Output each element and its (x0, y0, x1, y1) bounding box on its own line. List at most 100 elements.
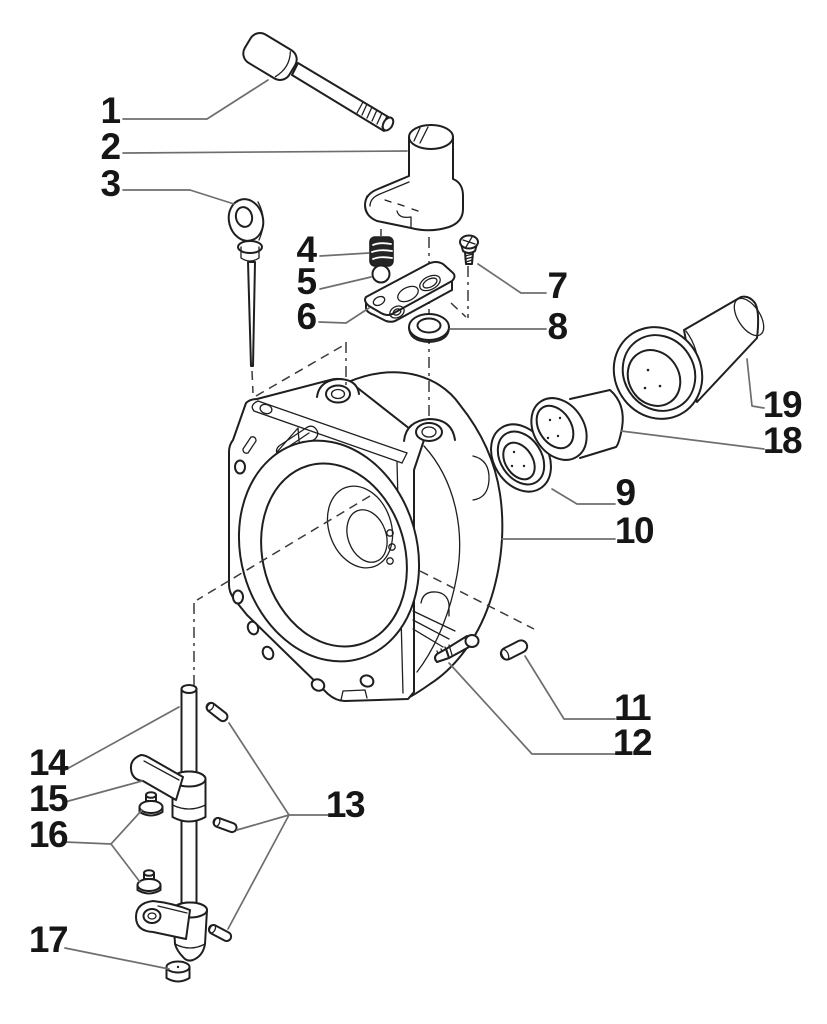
leader-9 (551, 488, 616, 505)
leader-17 (64, 947, 170, 970)
leader-3 (122, 189, 235, 205)
callout-16: 16 (29, 814, 68, 855)
dash-rod-tip (251, 370, 254, 394)
bell-inner-curve (416, 445, 461, 673)
bolt-tip (434, 648, 450, 663)
leader-11 (524, 655, 616, 720)
part-1-hand-lever (242, 32, 395, 132)
part-15-fork-lever (129, 754, 208, 962)
plate-slot-2 (419, 274, 441, 292)
part-19-sleeve-tube (612, 295, 765, 420)
callout-15: 15 (29, 778, 68, 819)
plate-hole-small (372, 295, 386, 307)
part-17-cap (165, 960, 191, 983)
part-7-screw (459, 234, 479, 265)
hub-ring (326, 485, 394, 569)
fitting-upper (138, 791, 164, 817)
bracket-strap (251, 400, 408, 464)
support-hatch (384, 126, 429, 212)
dash-bore-to-shaft (196, 495, 371, 601)
callout-7: 7 (547, 265, 566, 306)
callouts: 1 2 3 4 5 6 7 8 9 10 11 12 13 14 15 16 1… (29, 90, 804, 960)
part-16-fittings (136, 791, 164, 895)
callout-8: 8 (547, 306, 567, 347)
lever-shaft (291, 62, 391, 132)
callout-19: 19 (763, 384, 802, 425)
tiny-hole (386, 529, 394, 537)
alignment-lines (193, 229, 535, 685)
seal-boss (472, 455, 490, 501)
top-lug-left-hole (325, 384, 351, 404)
part-6-selector-plate (364, 261, 456, 323)
flange-bolt-holes (232, 459, 375, 692)
left-slot (242, 436, 257, 454)
plate-hole-round-rim (392, 308, 402, 316)
part-12-bolt (434, 634, 480, 663)
lower-arm-hole (142, 908, 162, 924)
rod-collar (237, 240, 263, 254)
top-lug-right-bore (421, 426, 437, 438)
leader-13 (227, 722, 329, 930)
callout-9: 9 (615, 472, 635, 513)
grip-end-cap (274, 51, 291, 78)
bottom-tab (340, 689, 368, 701)
dash-plate-corner (450, 302, 467, 318)
seal-bore (502, 441, 536, 481)
part-3-dipstick-rod (227, 198, 265, 367)
lower-hub-ring (174, 943, 206, 949)
fork-arm-face (143, 760, 180, 781)
callout-11: 11 (614, 687, 651, 728)
pin-b (212, 816, 238, 834)
bore-inner-ring (260, 462, 408, 648)
part-2-lever-support (364, 124, 464, 232)
dash-pin-11-axis (419, 570, 535, 630)
shaft-top (180, 684, 198, 694)
tiny-hole (388, 543, 396, 551)
lever-tip (381, 116, 395, 132)
callout-2: 2 (100, 126, 120, 167)
support-step (396, 210, 412, 229)
bushing-bore (535, 404, 575, 450)
part-13-pins (205, 701, 238, 943)
dash-rod-to-lug (255, 344, 345, 397)
plate-hole-round (389, 305, 405, 319)
pin-a (205, 701, 229, 723)
top-lug-right-hole (415, 422, 443, 442)
callout-5: 5 (296, 261, 316, 302)
ring-bore (416, 317, 442, 334)
leader-4 (319, 252, 370, 257)
tube-tip (733, 297, 765, 337)
callout-3: 3 (100, 163, 120, 204)
leader-6 (318, 307, 370, 324)
part-8-ring-bush (408, 313, 450, 343)
rod-collar-side (240, 246, 260, 262)
part-11-pin (499, 639, 529, 661)
leader-15 (64, 780, 143, 803)
callout-1: 1 (100, 90, 120, 131)
leader-12 (448, 662, 616, 755)
callout-10: 10 (615, 510, 654, 551)
callout-4: 4 (296, 229, 317, 270)
plate-slot-1 (397, 285, 419, 303)
fork-upper-arm (129, 754, 184, 801)
tiny-hole (386, 557, 394, 565)
part-18-bushing (530, 389, 624, 461)
hub-bore (346, 509, 388, 563)
leader-lines (64, 79, 765, 970)
fork-collar-ring (171, 804, 207, 810)
pin-c (207, 923, 233, 943)
support-arm-end (364, 195, 369, 215)
leader-14 (64, 706, 180, 771)
callout-18: 18 (763, 420, 802, 461)
plate-slot-2-rim (422, 277, 438, 289)
leader-2 (122, 150, 408, 154)
part-4-spring (369, 236, 394, 267)
callout-12: 12 (613, 722, 652, 763)
lower-arm-hole-rim (147, 912, 157, 920)
lower-bracket (412, 591, 456, 648)
callout-6: 6 (296, 296, 316, 337)
lever-grip (242, 32, 298, 81)
eyelet-hole (234, 206, 254, 228)
leader-18 (620, 430, 765, 450)
